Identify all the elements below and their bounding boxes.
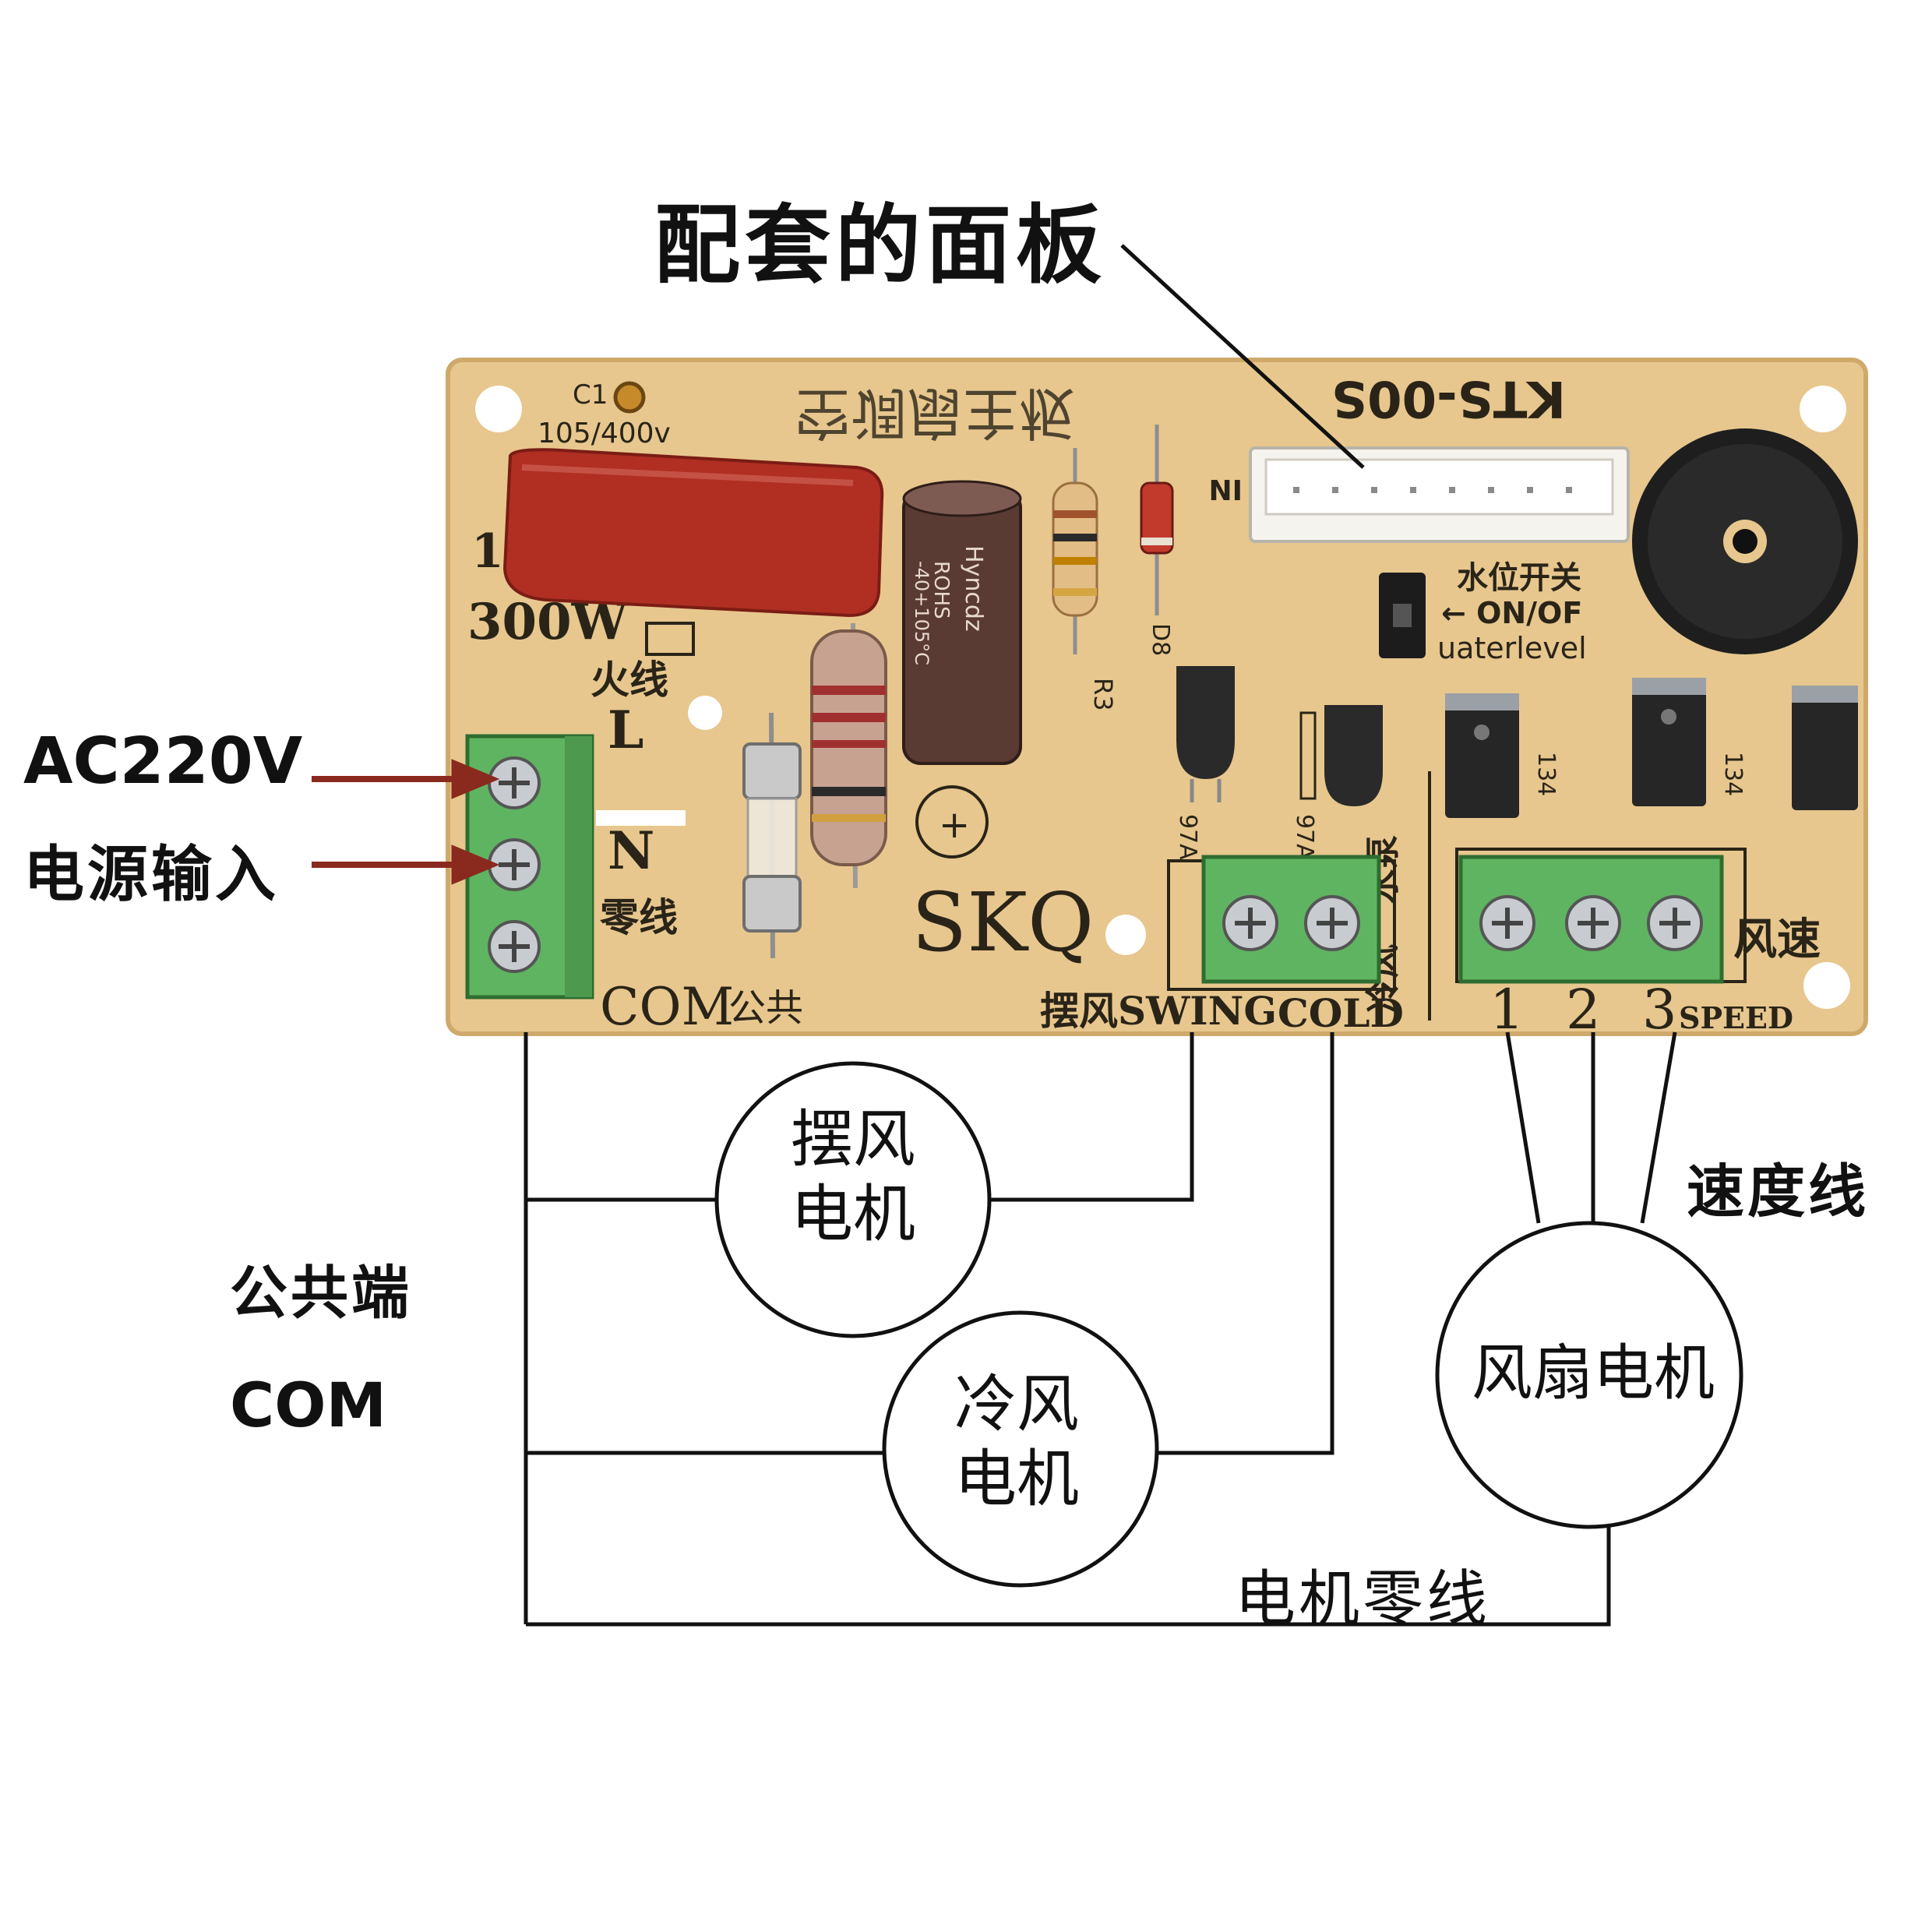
swing-motor-label-line1: 摆风 [791, 1103, 915, 1176]
wiring-lines [524, 1031, 1677, 1627]
panel-leader-line [1120, 244, 1365, 469]
cold-motor-label: 冷风 电机 [892, 1367, 1141, 1517]
pcb-speed-label: SPEED [1679, 1000, 1793, 1035]
buzzer [1632, 428, 1858, 654]
elcap-temp: -40+105°C [911, 561, 933, 665]
pcb-live-letter: L [608, 700, 643, 760]
power-input-label: 电源输入 [23, 840, 280, 910]
pcb-neutral-letter: N [608, 820, 654, 881]
mount-hole [688, 696, 722, 730]
cold-motor [882, 1310, 1159, 1588]
panel-callout: 配套的面板 [654, 196, 1106, 295]
fan-motor-label: 风扇电机 [1471, 1338, 1715, 1408]
motor-neutral-label: 电机零线 [1235, 1564, 1491, 1634]
swing-motor-label: 摆风 电机 [728, 1102, 978, 1252]
elcap-spec: ROHS [929, 561, 953, 619]
pcb-speed-number-2: 2 [1566, 978, 1601, 1042]
glass-fuse [742, 712, 802, 959]
pcb-r3: R3 [1088, 678, 1118, 711]
pcb-speed-number-1: 1 [1490, 978, 1525, 1042]
transistor-q1 [1176, 666, 1235, 802]
pcb-speed-cn: 风速 [1733, 915, 1821, 965]
pcb-com-label: COM [600, 977, 734, 1037]
pcb-speed-number-3: 3 [1642, 978, 1677, 1042]
pcb-live-cn: 火线 [591, 658, 668, 703]
pcb-cap-ref: C1 [573, 379, 608, 411]
power-voltage-label: AC220V [23, 724, 303, 799]
triac-2 [1632, 678, 1706, 806]
triac-1 [1445, 693, 1519, 818]
pcb-triac-label: 134 [1532, 752, 1560, 796]
power-resistor [810, 622, 887, 889]
swing-cold-terminal-block [1201, 855, 1381, 984]
elcap-brand: Hyncdz [960, 545, 987, 632]
pcb-cold-label: COLD [1278, 990, 1404, 1036]
pcb-neutral-cn: 零线 [600, 895, 678, 940]
pcb-d8: D8 [1147, 623, 1174, 656]
pcb-water-onoff: ← ON/OF [1441, 596, 1582, 630]
film-capacitor [502, 448, 884, 618]
water-level-jumper [1379, 573, 1426, 658]
pcb-transistor-label: 97A [1291, 814, 1318, 860]
speed-terminal-block [1458, 855, 1724, 984]
pcb-water-cn: 水位开关 [1457, 560, 1581, 596]
panel-connector [1249, 446, 1630, 543]
pcb-cap-value: 105/400v [538, 418, 671, 450]
swing-motor-label-line2: 电机 [791, 1178, 915, 1250]
pcb-brand: SKQ [911, 875, 1094, 970]
mount-hole [475, 386, 522, 432]
pcb-com-cn: 公共 [728, 986, 803, 1030]
diode-d8 [1140, 425, 1174, 615]
pcb-water-en: uaterlevel [1437, 631, 1587, 665]
swing-motor [714, 1061, 992, 1338]
power-input-arrows [312, 759, 500, 885]
transistor-q2 [1299, 705, 1383, 806]
mount-hole [1803, 962, 1850, 1009]
pcb-triac-label: 134 [1719, 752, 1747, 796]
triac-3 [1792, 686, 1858, 810]
mount-hole [1105, 915, 1146, 955]
pcb-cap-body: 1 [471, 524, 504, 579]
svg-text:+: + [939, 803, 970, 847]
mount-hole [1800, 386, 1846, 432]
pcb-in-label: IN [1208, 473, 1243, 505]
fan-motor [1435, 1221, 1743, 1529]
common-terminal-label: 公共端 [230, 1260, 412, 1327]
pcb-swing-label: 摆风SWING [1040, 988, 1277, 1034]
common-com-label: COM [230, 1371, 387, 1441]
c1-pad [613, 381, 646, 414]
resistor-r3 [1052, 448, 1098, 654]
pcb-title: 空调扇主板 [795, 380, 1075, 446]
electrolytic-capacitor: Hyncdz ROHS -40+105°C + [902, 480, 1022, 858]
speed-wires-label: 速度线 [1687, 1158, 1869, 1225]
pcb-model: KTS-00S [1331, 369, 1566, 427]
cold-motor-label-line2: 电机 [954, 1443, 1079, 1515]
cold-motor-label-line1: 冷风 [954, 1368, 1079, 1440]
pcb-transistor-label: 97A [1174, 814, 1201, 860]
